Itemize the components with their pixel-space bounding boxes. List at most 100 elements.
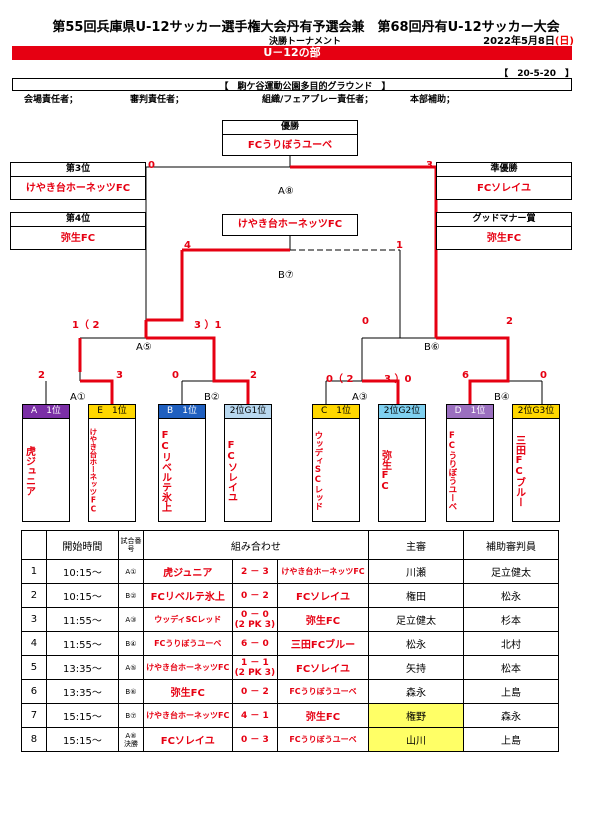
cell-home: FCうりぼうユーベ [142, 631, 233, 656]
team-name-1: 虎ジュニア [23, 446, 35, 496]
team-seed-5: C 1位 [313, 405, 359, 419]
cell-score: 2 － 3 [231, 559, 279, 584]
cell-score: 0 － 2 [231, 679, 279, 704]
cell-time: 11:55～ [45, 607, 120, 632]
cell-match: B④ [118, 631, 144, 656]
third-match-label: B⑦ [278, 270, 294, 281]
team-name-5: ウッディSCレッド [312, 431, 323, 511]
team-box-1: A 1位 虎ジュニア [22, 404, 70, 522]
cell-assist: 上島 [462, 727, 560, 752]
cell-time: 15:15～ [45, 703, 120, 728]
cell-match: A⑤ [118, 655, 144, 680]
cell-score: 4 － 1 [231, 703, 279, 728]
header-referee: 主審 [367, 530, 464, 560]
team-box-5: C 1位 ウッディSCレッド [312, 404, 360, 522]
cell-ref: 森永 [367, 679, 464, 704]
semi-right-label: B⑥ [424, 342, 440, 353]
cell-ref: 川瀬 [367, 559, 464, 584]
referee-manager-label: 審判責任者； [130, 95, 185, 105]
cell-ref: 山川 [367, 727, 464, 752]
document-code: 【 20-5-20 】 [499, 69, 574, 79]
cell-home: ウッディSCレッド [142, 607, 233, 632]
cell-ref: 権野 [367, 703, 464, 728]
qf4-label: B④ [494, 392, 510, 403]
runner-team: FCソレイユ [477, 183, 531, 194]
team-name-3: FCリベルテ氷上 [159, 430, 171, 512]
team-box-2: E 1位 けやき台ホーネッツFC [88, 404, 136, 522]
qf4-win-line [468, 372, 510, 404]
cell-away: けやき台ホーネッツFC [277, 559, 369, 584]
team-seed-2: E 1位 [89, 405, 135, 419]
score-final-left: 0 [148, 160, 155, 171]
cell-assist: 上島 [462, 679, 560, 704]
cell-time: 13:35～ [45, 679, 120, 704]
cell-no: 1 [21, 559, 47, 584]
semi-right-win-line [436, 336, 510, 372]
venue-name: 【 駒ケ谷運動公園多目的グラウンド 】 [219, 82, 391, 92]
score-qf4-left: 6 [462, 370, 469, 381]
cell-match: B② [118, 583, 144, 608]
team-box-6: 2位G2位 弥生FC [378, 404, 426, 522]
team-seed-3: B 1位 [159, 405, 205, 419]
cell-score: 0 － 0 (2 PK 3) [231, 607, 279, 632]
team-name-4: FCソレイユ [225, 440, 237, 502]
cell-home: けやき台ホーネッツFC [142, 703, 233, 728]
score-final-right: 3 [426, 160, 433, 171]
cell-match: B⑦ [118, 703, 144, 728]
third-place-box: 第3位 けやき台ホーネッツFC [10, 162, 146, 200]
third-label: 第3位 [11, 163, 145, 177]
score-qf2-right: 2 [250, 370, 257, 381]
cell-ref: 足立健太 [367, 607, 464, 632]
cell-home: FCリベルテ氷上 [142, 583, 233, 608]
cell-no: 7 [21, 703, 47, 728]
cell-match: B⑥ [118, 679, 144, 704]
score-qf4-right: 0 [540, 370, 547, 381]
team-seed-1: A 1位 [23, 405, 69, 419]
cell-score: 6 － 0 [231, 631, 279, 656]
cell-away: FCソレイユ [277, 655, 369, 680]
team-name-6: 弥生FC [379, 450, 391, 492]
third-win-line [146, 250, 184, 322]
header-pairing: 組み合わせ [142, 530, 369, 560]
team-box-7: D 1位 FCうりぼうユーベ [446, 404, 494, 522]
cell-assist: 足立健太 [462, 559, 560, 584]
cell-home: 弥生FC [142, 679, 233, 704]
final-win-line [290, 165, 438, 338]
qf2-label: B② [204, 392, 220, 403]
venue-bar [12, 78, 572, 91]
team-box-8: 2位G3位 三田FCブルー [512, 404, 560, 522]
score-semi-left-right: 3 ）1 [194, 320, 222, 331]
qf2-win-line [212, 372, 250, 404]
division-banner: U－12の部 [12, 46, 572, 60]
cell-no: 3 [21, 607, 47, 632]
cell-no: 5 [21, 655, 47, 680]
score-qf2-left: 0 [172, 370, 179, 381]
cell-assist: 北村 [462, 631, 560, 656]
cell-time: 15:15～ [45, 727, 120, 752]
semi-left-win-line [146, 336, 216, 372]
cell-home: 虎ジュニア [142, 559, 233, 584]
semi-left-label: A⑤ [136, 342, 152, 353]
score-qf3-right: 3 ）0 [384, 374, 412, 385]
team-seed-8: 2位G3位 [513, 405, 559, 419]
team-seed-7: D 1位 [447, 405, 493, 419]
qf1-win-line [80, 379, 114, 404]
cell-ref: 権田 [367, 583, 464, 608]
runner-up-box: 準優勝 FCソレイユ [436, 162, 572, 200]
team-box-4: 2位G1位 FCソレイユ [224, 404, 272, 522]
cell-no: 6 [21, 679, 47, 704]
cell-assist: 杉本 [462, 607, 560, 632]
team-name-7: FCうりぼうユーベ [446, 431, 457, 511]
score-qf1-right: 3 [116, 370, 123, 381]
third-place-winner-box: けやき台ホーネッツFC [222, 214, 358, 236]
date-day: (日) [554, 36, 574, 47]
score-qf1-left: 2 [38, 370, 45, 381]
fairplay-box: グッドマナー賞 弥生FC [436, 212, 572, 250]
champion-box: 優勝 FCうりぼうユーベ [222, 120, 358, 156]
